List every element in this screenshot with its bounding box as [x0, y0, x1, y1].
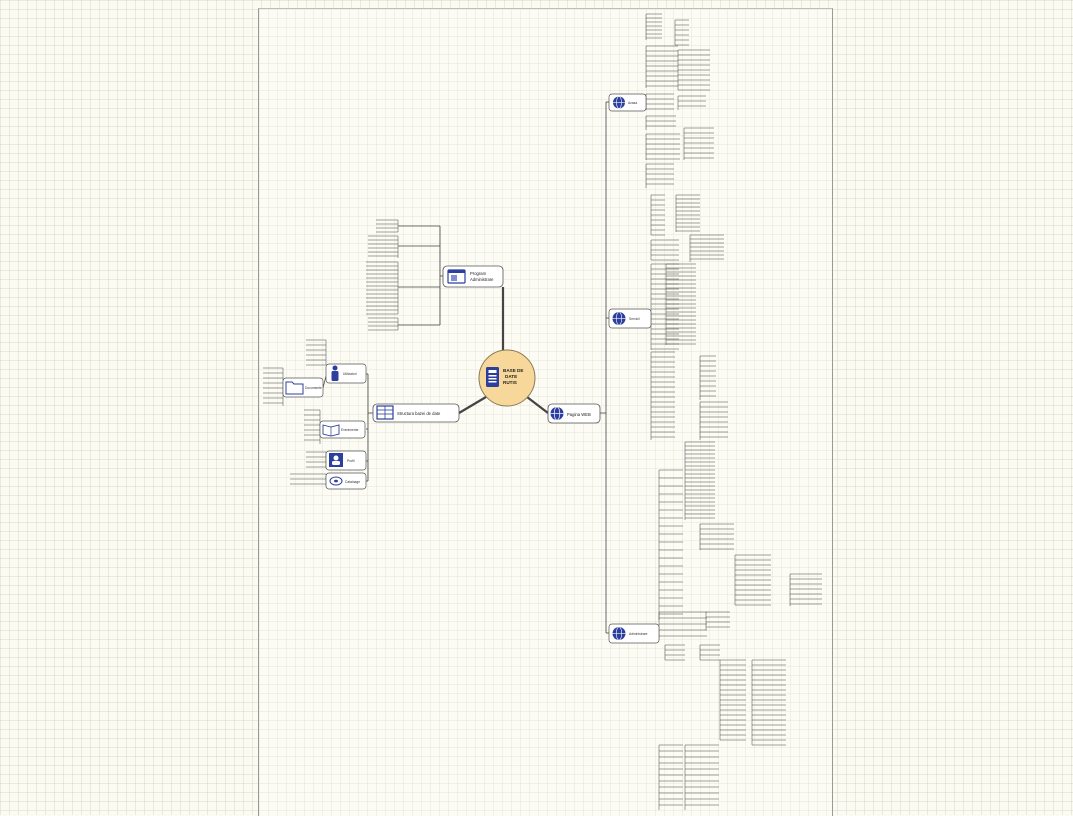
leaf-group	[664, 644, 685, 661]
subtopic-evenimente-label: Evenimente	[341, 428, 359, 432]
topic-programs-line-1: Program	[470, 271, 487, 276]
leaf-group	[684, 441, 715, 520]
leaf-group	[645, 163, 674, 188]
leaf-group	[751, 659, 786, 746]
user-card-icon	[329, 453, 343, 467]
subtopic-servicii-label: Servicii	[629, 317, 640, 321]
table-icon	[376, 405, 394, 420]
topic-structure[interactable]: Structura bazei de date	[372, 403, 460, 423]
page-boundary	[258, 8, 833, 816]
subtopic-evenimente[interactable]: Evenimente	[319, 420, 366, 439]
subtopic-administrare-label: Administrare	[629, 632, 648, 636]
person-icon	[331, 365, 339, 381]
leaf-group	[699, 401, 728, 440]
central-topic-line-3: RUTIS	[503, 380, 517, 385]
topic-web-label: Pagina WEB	[567, 412, 591, 417]
leaf-group	[674, 19, 689, 46]
disk-icon	[329, 476, 343, 486]
leaf-group	[645, 115, 676, 130]
window-icon	[447, 269, 466, 284]
globe-icon	[612, 311, 626, 326]
leaf-group	[650, 351, 675, 440]
leaf-group	[306, 451, 327, 468]
topic-programs[interactable]: Program Administrare	[442, 265, 504, 288]
leaf-group	[290, 473, 327, 486]
connector-line	[322, 375, 327, 389]
leaf-group	[645, 133, 680, 160]
central-topic[interactable]: BASE DE DATE RUTIS	[478, 349, 536, 407]
leaf-group	[699, 523, 734, 550]
leaf-group	[689, 234, 724, 262]
subtopic-acasa[interactable]: Acasa	[608, 93, 647, 112]
globe-icon	[550, 406, 564, 421]
leaf-group	[368, 235, 399, 258]
leaf-group	[376, 219, 399, 233]
connector-line	[526, 396, 549, 414]
leaf-group	[658, 611, 707, 640]
subtopic-utilizatori[interactable]: Utilizatori	[325, 363, 367, 384]
leaf-group	[675, 194, 700, 232]
leaf-group	[658, 469, 683, 620]
leaf-group	[366, 261, 399, 315]
subtopic-administrare[interactable]: Administrare	[608, 623, 660, 644]
subtopic-profil-label: Profil	[347, 459, 355, 463]
leaf-group	[677, 95, 706, 110]
leaf-group	[699, 644, 720, 661]
subtopic-servicii[interactable]: Servicii	[608, 308, 652, 329]
leaf-group	[650, 263, 679, 350]
subtopic-cataloage-label: Cataloage	[345, 480, 360, 484]
topic-structure-label: Structura bazei de date	[397, 411, 441, 416]
connector-line	[458, 396, 487, 414]
folder-icon	[285, 381, 304, 395]
database-icon	[486, 367, 499, 387]
leaf-group	[263, 367, 284, 406]
leaf-group	[645, 13, 662, 40]
leaf-group	[304, 409, 321, 444]
central-topic-line-1: BASE DE	[503, 368, 523, 373]
central-topic-line-2: DATE	[505, 374, 517, 379]
leaf-group	[699, 355, 716, 400]
leaf-group	[650, 194, 665, 236]
subtopic-acasa-label: Acasa	[628, 101, 637, 105]
subtopic-profil[interactable]: Profil	[325, 450, 367, 471]
leaf-group	[658, 744, 683, 810]
subtopic-documente[interactable]: Documente	[282, 377, 324, 398]
leaf-group	[684, 744, 719, 810]
leaf-group	[734, 554, 771, 606]
leaf-group	[650, 239, 679, 261]
topic-web[interactable]: Pagina WEB	[547, 403, 601, 424]
subtopic-cataloage[interactable]: Cataloage	[325, 472, 367, 490]
globe-icon	[612, 626, 626, 641]
leaf-group	[306, 339, 327, 366]
leaf-branches	[263, 13, 822, 810]
subtopic-utilizatori-label: Utilizatori	[343, 372, 357, 376]
leaf-group	[645, 45, 678, 88]
leaf-group	[665, 263, 696, 345]
globe-icon	[613, 96, 625, 109]
leaf-group	[645, 93, 674, 110]
leaf-group	[705, 611, 730, 630]
subtopic-documente-label: Documente	[305, 386, 322, 390]
leaf-group	[368, 317, 399, 331]
topic-programs-line-2: Administrare	[470, 277, 494, 282]
leaf-group	[683, 127, 714, 160]
leaf-group	[789, 573, 822, 606]
book-icon	[322, 424, 340, 437]
connector-lines	[322, 101, 609, 634]
leaf-group	[719, 659, 746, 741]
leaf-group	[677, 49, 710, 91]
